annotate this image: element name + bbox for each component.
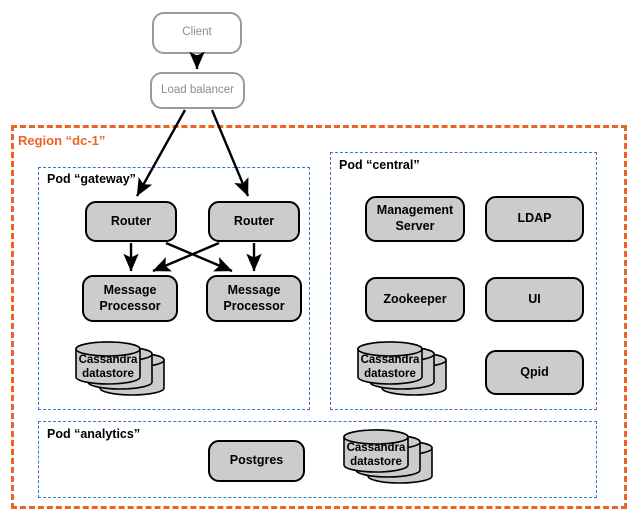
component-zookeeper[interactable]: Zookeeper: [365, 277, 465, 322]
pod-central-label: Pod “central”: [337, 158, 422, 172]
node-label: Load balancer: [161, 83, 234, 96]
component-management-server[interactable]: Management Server: [365, 196, 465, 242]
component-label-line2: Server: [395, 219, 435, 233]
node-client[interactable]: Client: [152, 12, 242, 54]
cylinder-stack-icon: [75, 341, 165, 396]
component-qpid[interactable]: Qpid: [485, 350, 584, 395]
component-cassandra-central[interactable]: Cassandra datastore: [357, 340, 480, 402]
region-label: Region “dc-1”: [18, 133, 106, 148]
node-load-balancer[interactable]: Load balancer: [150, 72, 245, 109]
component-label-line1: Message: [103, 282, 157, 297]
component-label-line1: Management: [376, 203, 454, 218]
cylinder-stack-icon: [343, 429, 433, 484]
component-label-line1: Message: [227, 282, 281, 297]
component-message-processor-2[interactable]: Message Processor: [206, 275, 302, 322]
component-label: Postgres: [229, 453, 284, 468]
component-router-1[interactable]: Router: [85, 201, 177, 242]
pod-analytics: [38, 421, 597, 498]
component-label: Qpid: [520, 364, 549, 379]
region-dc-1: [11, 125, 627, 509]
component-ui[interactable]: UI: [485, 277, 584, 322]
component-label: Router: [110, 213, 152, 228]
component-label: UI: [528, 291, 541, 306]
cylinder-stack-icon: [357, 341, 447, 396]
component-label-line2: Processor: [99, 298, 161, 313]
component-label: Router: [233, 213, 275, 228]
pod-analytics-label: Pod “analytics”: [45, 427, 143, 441]
component-label: Zookeeper: [383, 291, 447, 306]
component-message-processor-1[interactable]: Message Processor: [82, 275, 178, 322]
component-postgres[interactable]: Postgres: [208, 440, 305, 482]
component-label: LDAP: [517, 211, 552, 226]
component-label-line2: Processor: [223, 298, 285, 313]
component-cassandra-analytics[interactable]: Cassandra datastore: [343, 428, 466, 490]
component-router-2[interactable]: Router: [208, 201, 300, 242]
component-cassandra-gateway[interactable]: Cassandra datastore: [75, 340, 198, 402]
component-ldap[interactable]: LDAP: [485, 196, 584, 242]
pod-central: [330, 152, 597, 410]
node-label: Client: [182, 26, 212, 39]
pod-gateway-label: Pod “gateway”: [45, 172, 138, 186]
